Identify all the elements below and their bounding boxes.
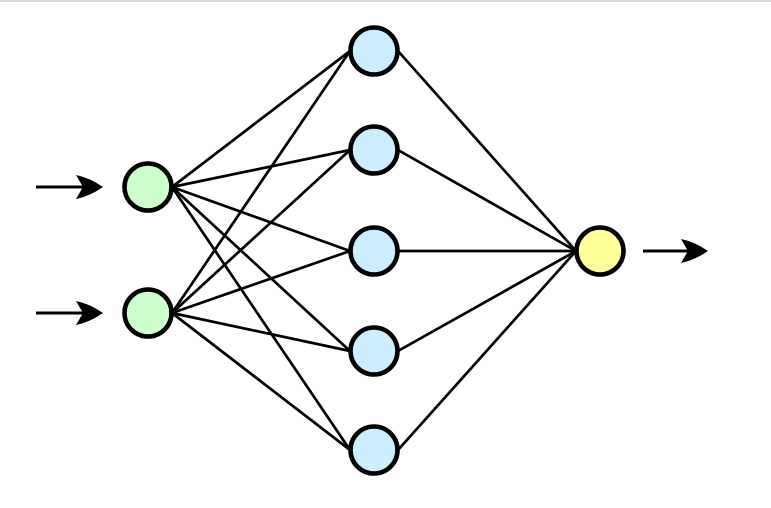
hidden-node-h1 bbox=[348, 25, 400, 77]
edge-i2-h2 bbox=[171, 149, 351, 314]
hidden-node-h4 bbox=[348, 325, 400, 377]
edge-h4-o1 bbox=[397, 249, 577, 353]
edge-i1-h3 bbox=[171, 185, 351, 253]
hidden-node-h2 bbox=[348, 124, 400, 176]
input-arrow-2-head-icon bbox=[76, 301, 103, 325]
edge-i2-h1 bbox=[170, 50, 352, 314]
input-node-i1 bbox=[122, 161, 174, 213]
edge-i1-h1 bbox=[171, 49, 351, 189]
edge-i2-h3 bbox=[171, 249, 351, 315]
edge-h1-o1 bbox=[396, 50, 578, 252]
input-node-i2 bbox=[122, 287, 174, 339]
edge-i2-h4 bbox=[171, 311, 351, 353]
edge-i2-h5 bbox=[171, 311, 351, 452]
edge-i1-h4 bbox=[171, 186, 351, 352]
output-node-o1 bbox=[574, 225, 626, 277]
edge-i1-h2 bbox=[171, 148, 351, 189]
input-arrow-1-head-icon bbox=[76, 175, 103, 199]
hidden-node-h3 bbox=[348, 225, 400, 277]
page-top-border bbox=[0, 0, 771, 2]
hidden-node-h5 bbox=[348, 424, 400, 476]
edge-h5-o1 bbox=[396, 250, 578, 451]
edge-i1-h5 bbox=[170, 186, 352, 451]
output-arrow-head-icon bbox=[681, 239, 708, 263]
edge-h2-o1 bbox=[397, 148, 577, 253]
